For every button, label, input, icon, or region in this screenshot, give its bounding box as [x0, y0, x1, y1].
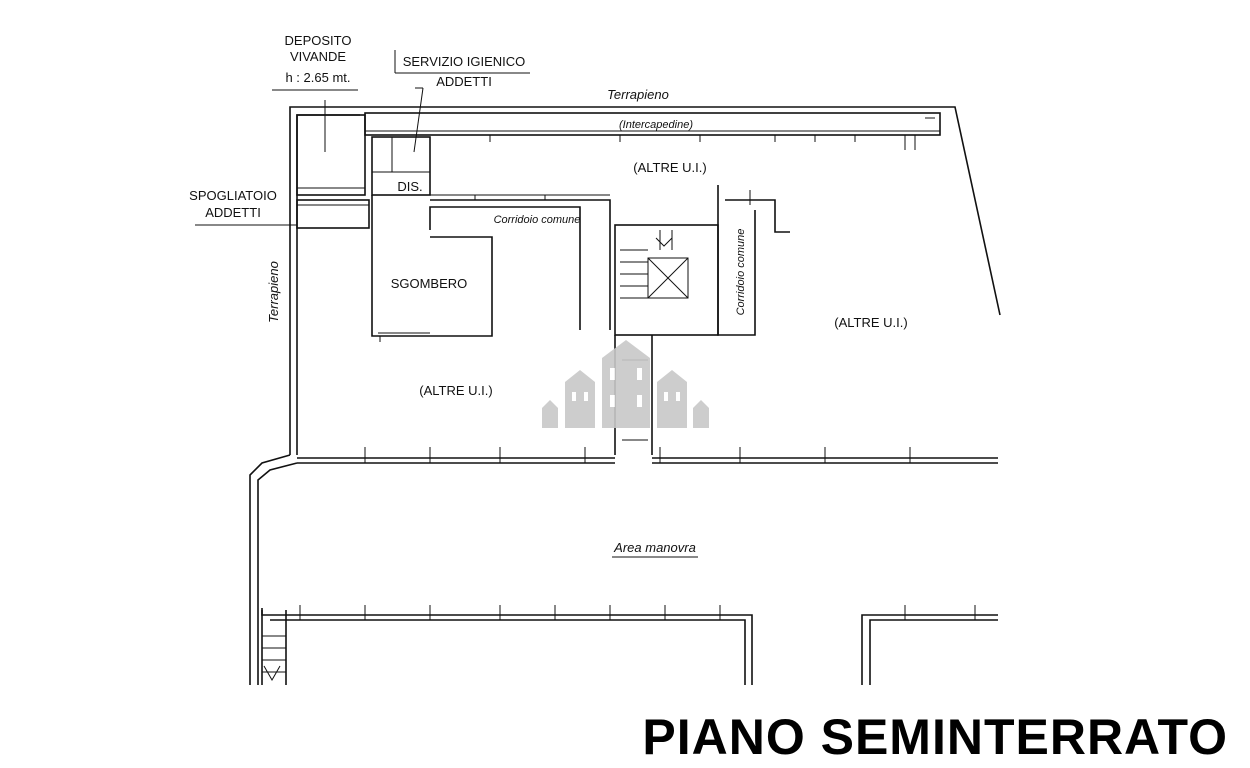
outer-walls — [249, 106, 1001, 685]
spogliatoio-label-line1: SPOGLIATOIO — [189, 188, 277, 203]
wall-lower-manovra — [261, 605, 998, 685]
servizio-label-line1: SERVIZIO IGIENICO — [403, 54, 526, 69]
altre-ui-top-label: (ALTRE U.I.) — [633, 160, 706, 175]
area-manovra-label: Area manovra — [613, 540, 696, 555]
corridoio-horizontal-label: Corridoio comune — [494, 214, 581, 226]
deposito-room — [272, 89, 366, 196]
sgombero-room — [371, 236, 493, 342]
terrapieno-top-label: Terrapieno — [607, 87, 669, 102]
servizio-label-line2: ADDETTI — [436, 74, 492, 89]
deposito-height-label: h : 2.65 mt. — [285, 70, 350, 85]
plan-title: PIANO SEMINTERRATO — [642, 709, 1228, 765]
sgombero-label: SGOMBERO — [391, 276, 468, 291]
deposito-label-line1: DEPOSITO — [285, 33, 352, 48]
terrapieno-left-label: Terrapieno — [266, 261, 281, 323]
dis-label: DIS. — [397, 179, 422, 194]
corridoio-vertical-label: Corridoio comune — [735, 229, 747, 316]
deposito-label-line2: VIVANDE — [290, 49, 346, 64]
spogliatoio-label-line2: ADDETTI — [205, 205, 261, 220]
corridor-horizontal — [371, 194, 611, 330]
intercapedine-label: (Intercapedine) — [619, 119, 693, 131]
spogliatoio-room — [195, 199, 370, 229]
corridor-vertical — [717, 185, 790, 336]
servizio-room — [371, 50, 530, 196]
altre-ui-right-label: (ALTRE U.I.) — [834, 315, 907, 330]
altre-ui-left-label: (ALTRE U.I.) — [419, 383, 492, 398]
buildings-watermark-icon — [542, 340, 709, 428]
wall-upper-manovra — [297, 447, 998, 464]
